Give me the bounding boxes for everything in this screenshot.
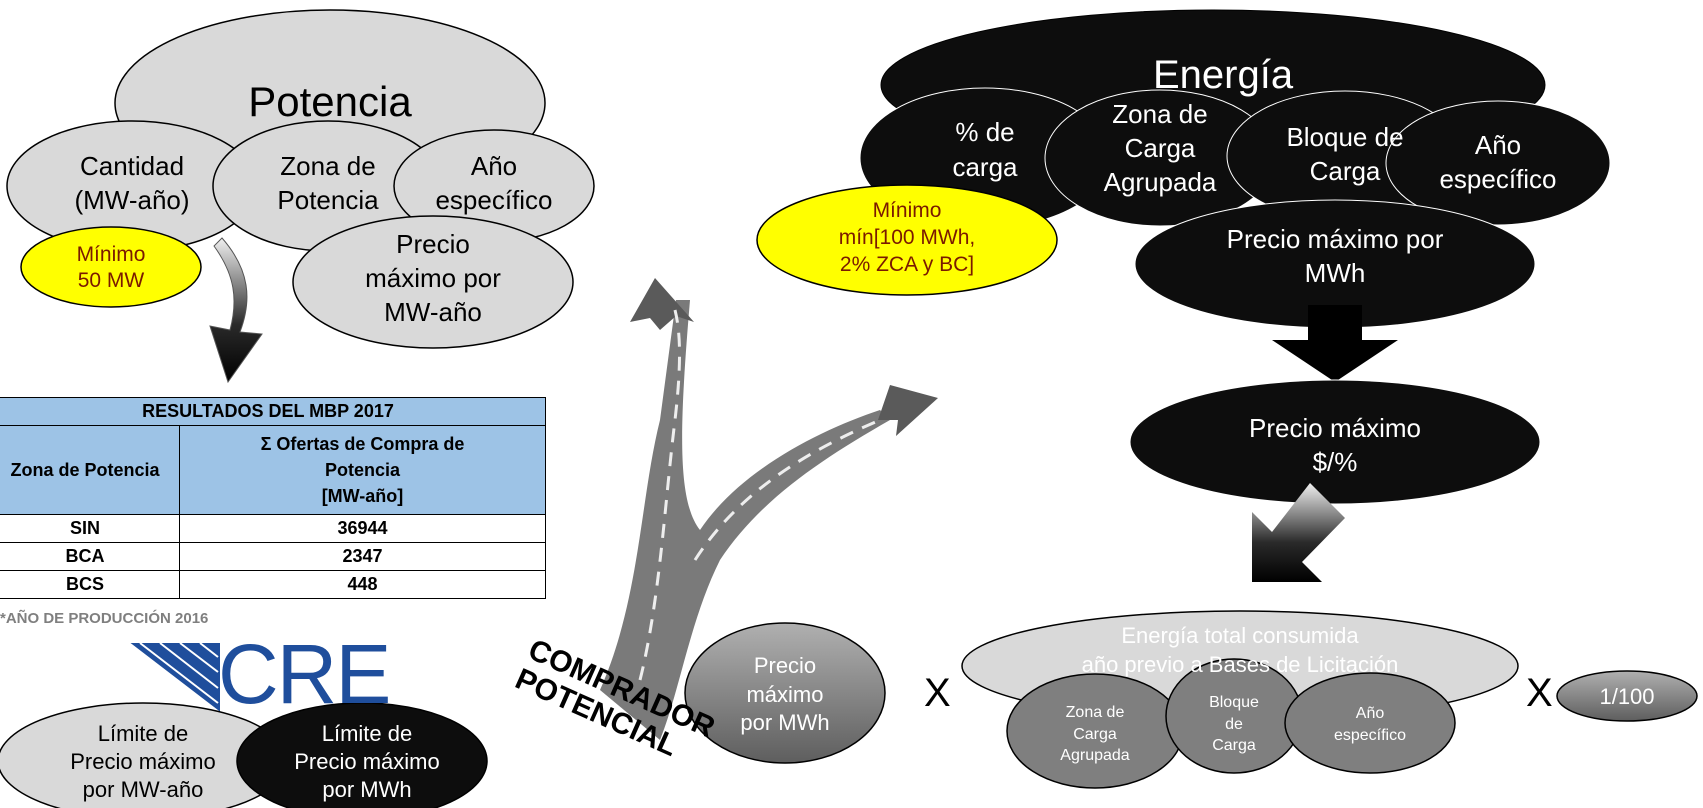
energia-diagonal-arrow — [1252, 483, 1345, 582]
formula-anio-ellipse — [1284, 672, 1456, 774]
energia-anio-ellipse — [1385, 100, 1611, 226]
energia-minimo-ellipse — [756, 184, 1058, 296]
energia-title: Energía — [1153, 53, 1294, 97]
cre-logo-icon — [127, 641, 220, 714]
energia-precio-pct-label: Precio máximo$/% — [1249, 413, 1421, 478]
formula-precio-ellipse — [684, 622, 886, 764]
mbp-results-table: RESULTADOS DEL MBP 2017 Zona de Potencia… — [0, 397, 546, 599]
potencia-precio-ellipse — [292, 215, 574, 349]
multiply-sign-1: X — [924, 671, 951, 715]
table-title: RESULTADOS DEL MBP 2017 — [0, 397, 546, 426]
energia-down-arrow — [1272, 305, 1398, 382]
multiply-sign-2: X — [1526, 671, 1553, 715]
potencia-minimo-ellipse — [20, 226, 202, 308]
potencia-down-arrow — [209, 237, 263, 384]
cre-limite-mwh-ellipse — [236, 702, 488, 808]
formula-factor-label: 1/100 — [1599, 684, 1655, 709]
potencia-title: Potencia — [248, 78, 412, 125]
potencia-cantidad-label: Cantidad(MW-año) — [74, 151, 190, 215]
energia-precio-pct-ellipse — [1129, 379, 1541, 505]
table-note: *AÑO DE PRODUCCIÓN 2016 — [0, 610, 209, 627]
road-graphic — [600, 278, 938, 740]
table-col-zona: Zona de Potencia — [0, 425, 180, 515]
formula-factor-ellipse — [1556, 670, 1698, 722]
cre-logo-text: CRE — [218, 627, 391, 721]
